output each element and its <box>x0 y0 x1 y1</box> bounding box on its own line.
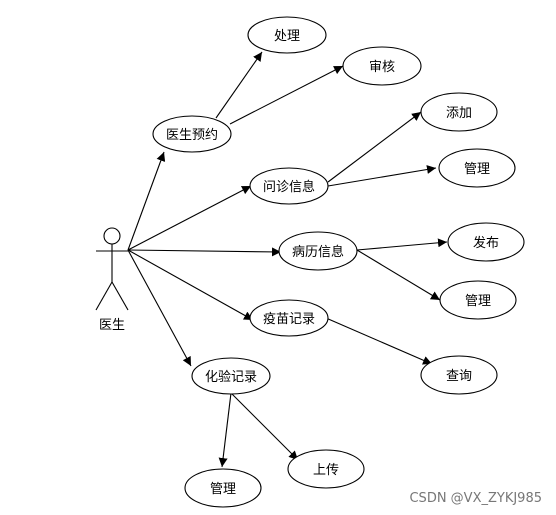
usecase-consult-manage-label: 管理 <box>464 162 490 177</box>
usecase-lab-label: 化验记录 <box>205 369 257 385</box>
usecase-record-publish-label: 发布 <box>473 235 499 251</box>
edge-consult-manage <box>327 165 437 187</box>
usecase-appointment-label: 医生预约 <box>166 128 218 143</box>
actor-head <box>103 227 121 245</box>
edges <box>127 51 448 468</box>
usecase-lab-manage-label: 管理 <box>210 482 236 497</box>
usecase-consult-info-label: 问诊信息 <box>263 179 315 195</box>
usecase-vaccine-label: 疫苗记录 <box>263 311 315 327</box>
edge-actor-appointment <box>127 151 166 251</box>
usecase-record-info-label: 病历信息 <box>292 244 344 260</box>
usecase-vaccine-query-label: 查询 <box>446 369 472 384</box>
actor-left-leg <box>95 281 113 311</box>
usecase-record-publish: 发布 <box>447 222 525 262</box>
usecase-consult-manage: 管理 <box>438 148 516 188</box>
usecase-consult-info: 问诊信息 <box>249 167 329 205</box>
usecase-lab-upload: 上传 <box>287 449 365 489</box>
usecase-process-label: 处理 <box>274 29 300 44</box>
usecase-vaccine: 疫苗记录 <box>249 299 329 337</box>
edge-consult-add <box>327 111 422 183</box>
usecase-lab-upload-label: 上传 <box>313 463 339 478</box>
actor-doctor: 医生 <box>95 227 129 333</box>
usecase-consult-add: 添加 <box>420 92 498 132</box>
usecase-appointment: 医生预约 <box>152 115 232 153</box>
actor-right-leg <box>111 281 129 311</box>
watermark-text: CSDN @VX_ZYKJ985 <box>409 491 542 506</box>
edge-vaccine-query <box>325 317 433 365</box>
usecase-consult-add-label: 添加 <box>446 106 472 121</box>
usecase-lab: 化验记录 <box>191 357 271 395</box>
usecase-vaccine-query: 查询 <box>420 355 498 395</box>
edge-appointment-review <box>229 65 344 125</box>
usecase-review: 审核 <box>342 46 422 86</box>
edge-appointment-process <box>215 51 263 119</box>
usecase-record-manage-label: 管理 <box>465 294 491 309</box>
usecase-review-label: 审核 <box>369 60 395 75</box>
edge-lab-manage <box>218 392 232 468</box>
edge-record-manage <box>356 249 441 301</box>
edge-actor-vaccine <box>127 249 254 321</box>
actor-label: 医生 <box>99 318 125 333</box>
edge-record-publish <box>356 238 448 251</box>
usecase-lab-manage: 管理 <box>184 468 262 508</box>
edge-actor-consult <box>127 185 252 251</box>
edge-actor-lab <box>127 249 192 367</box>
usecase-record-info: 病历信息 <box>278 231 358 271</box>
edge-lab-upload <box>230 392 299 461</box>
edge-actor-record <box>127 247 282 257</box>
usecase-record-manage: 管理 <box>439 280 517 320</box>
usecase-process: 处理 <box>247 16 327 54</box>
